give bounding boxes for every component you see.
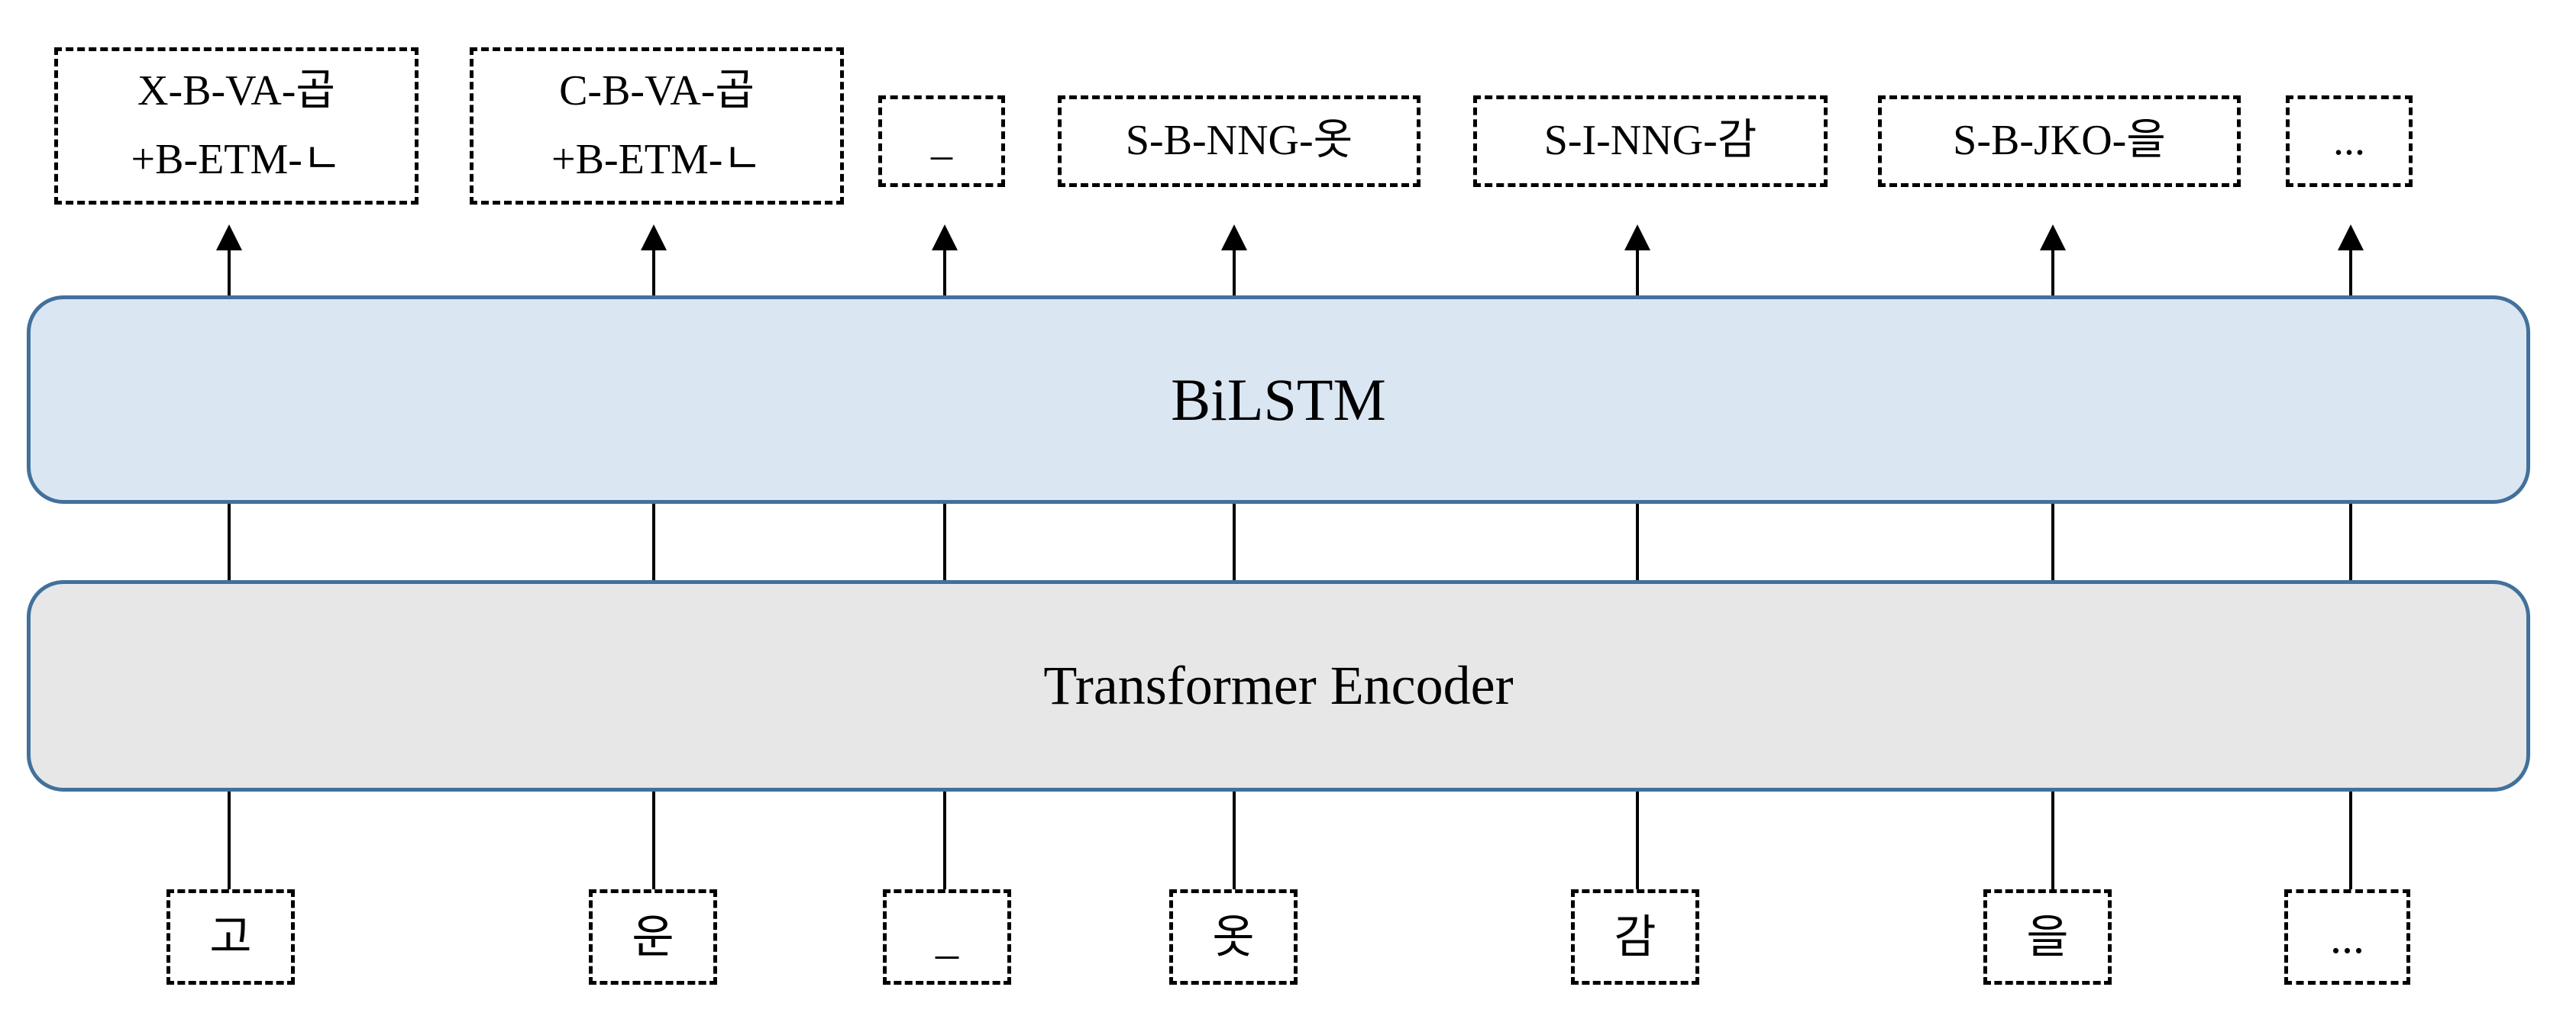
output-label-box: C-B-VA-곱 +B-ETM-ㄴ bbox=[470, 47, 844, 205]
arrow-stem bbox=[943, 250, 946, 295]
output-label: ... bbox=[2333, 117, 2365, 165]
up-arrow bbox=[932, 224, 958, 295]
arrow-head-icon bbox=[641, 224, 667, 250]
up-arrow bbox=[1624, 224, 1650, 295]
input-token-box: 운 bbox=[589, 889, 717, 985]
arrow-stem bbox=[2051, 250, 2054, 295]
arrow-stem bbox=[228, 250, 231, 295]
input-token: 고 bbox=[209, 911, 252, 963]
output-label-box: S-I-NNG-감 bbox=[1473, 95, 1828, 187]
output-label: X-B-VA-곱 +B-ETM-ㄴ bbox=[131, 67, 342, 183]
arrow-head-icon bbox=[2338, 224, 2364, 250]
input-token-box: 을 bbox=[1983, 889, 2112, 985]
arrow-stem bbox=[652, 250, 655, 295]
output-label-box: _ bbox=[878, 95, 1005, 187]
input-token: 감 bbox=[1614, 911, 1656, 963]
up-arrow bbox=[2040, 224, 2066, 295]
arrow-stem bbox=[1636, 250, 1639, 295]
arrow-stem bbox=[2349, 250, 2352, 295]
arrow-head-icon bbox=[1221, 224, 1247, 250]
input-token-box: 고 bbox=[166, 889, 295, 985]
output-label: S-B-NNG-옷 bbox=[1125, 117, 1353, 165]
input-token-box: ... bbox=[2284, 889, 2410, 985]
arrow-stem bbox=[1233, 250, 1236, 295]
input-token-box: 감 bbox=[1571, 889, 1699, 985]
connector-line bbox=[652, 504, 655, 580]
output-label-box: X-B-VA-곱 +B-ETM-ㄴ bbox=[54, 47, 419, 205]
up-arrow bbox=[2338, 224, 2364, 295]
up-arrow bbox=[1221, 224, 1247, 295]
input-token: 옷 bbox=[1212, 911, 1255, 963]
input-token: ... bbox=[2330, 911, 2364, 963]
connector-line bbox=[228, 792, 231, 889]
output-label: S-I-NNG-감 bbox=[1543, 117, 1757, 165]
up-arrow bbox=[641, 224, 667, 295]
connector-line bbox=[2051, 792, 2054, 889]
arrow-head-icon bbox=[216, 224, 242, 250]
input-token-box: 옷 bbox=[1169, 889, 1298, 985]
connector-line bbox=[2349, 792, 2352, 889]
connector-line bbox=[1636, 792, 1639, 889]
connector-line bbox=[1233, 792, 1236, 889]
connector-line bbox=[1636, 504, 1639, 580]
bilstm-block: BiLSTM bbox=[27, 295, 2530, 504]
bilstm-label: BiLSTM bbox=[1171, 366, 1386, 433]
connector-line bbox=[2051, 504, 2054, 580]
connector-line bbox=[943, 792, 946, 889]
transformer-encoder-label: Transformer Encoder bbox=[1043, 655, 1514, 716]
output-label: _ bbox=[931, 117, 952, 165]
up-arrow bbox=[216, 224, 242, 295]
output-label-box: S-B-JKO-을 bbox=[1878, 95, 2241, 187]
connector-line bbox=[1233, 504, 1236, 580]
output-label-box: ... bbox=[2286, 95, 2413, 187]
connector-line bbox=[2349, 504, 2352, 580]
arrow-head-icon bbox=[932, 224, 958, 250]
transformer-encoder-block: Transformer Encoder bbox=[27, 580, 2530, 792]
output-label: C-B-VA-곱 +B-ETM-ㄴ bbox=[551, 67, 762, 183]
input-token: 운 bbox=[632, 911, 674, 963]
input-token: 을 bbox=[2026, 911, 2069, 963]
input-token-box: _ bbox=[883, 889, 1011, 985]
arrow-head-icon bbox=[1624, 224, 1650, 250]
output-label: S-B-JKO-을 bbox=[1953, 117, 2166, 165]
input-token: _ bbox=[936, 911, 958, 963]
arrow-head-icon bbox=[2040, 224, 2066, 250]
output-label-box: S-B-NNG-옷 bbox=[1058, 95, 1421, 187]
connector-line bbox=[943, 504, 946, 580]
connector-line bbox=[228, 504, 231, 580]
connector-line bbox=[652, 792, 655, 889]
